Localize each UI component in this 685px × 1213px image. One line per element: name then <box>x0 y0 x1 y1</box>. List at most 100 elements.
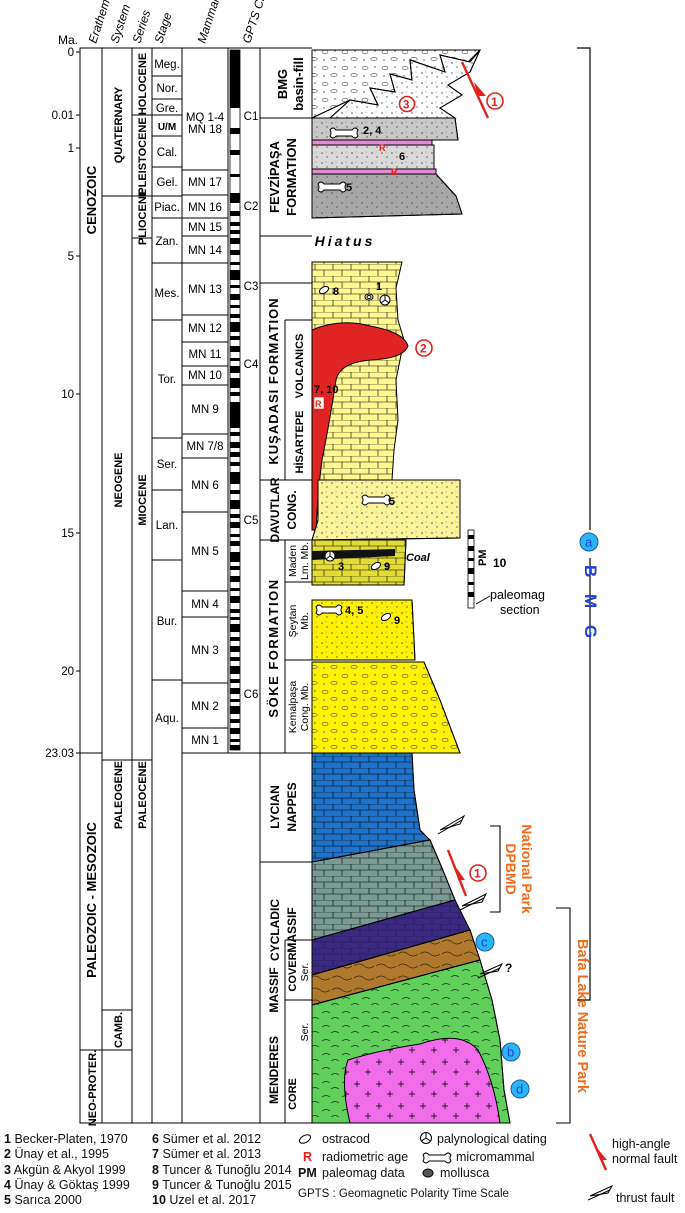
ref-2-4: 2, 4 <box>363 125 382 137</box>
lycian-nappes-label: NAPPES <box>285 782 299 831</box>
mz-mn-11: MN 11 <box>188 349 221 361</box>
circle-d: d <box>516 1082 523 1097</box>
mz-mq-1-4: MQ 1-4 <box>186 112 225 124</box>
formation-column <box>260 47 312 1124</box>
pm-ref-10: 10 <box>493 556 507 570</box>
svg-text:R: R <box>379 143 386 153</box>
circle-c: c <box>481 935 488 950</box>
formation-bmg-basin-fill: basin-fill <box>291 57 306 110</box>
radiometric-r-icon-2: R <box>391 167 398 177</box>
high-angle-fault-icon-1 <box>460 61 490 119</box>
core-label: CORE <box>287 1078 299 1110</box>
system-camb: CAMB. <box>113 1012 125 1048</box>
header-series: Series <box>130 8 154 45</box>
stage-piac: Piac. <box>154 202 180 214</box>
micromammal-icon-2 <box>317 181 347 193</box>
ref-6: 6 <box>399 151 405 163</box>
age-10: 10 <box>61 389 74 401</box>
volcanic-intrusion <box>311 322 409 531</box>
volcanics-label: VOLCANICS <box>294 334 306 399</box>
maden-mb-label: Lm. Mb. <box>299 542 311 580</box>
cover-ser-label: Ser. <box>299 963 311 982</box>
header-stage: Stage <box>152 10 175 44</box>
mz-mn-10: MN 10 <box>188 370 222 382</box>
legend-palynological: palynological dating <box>437 1132 547 1146</box>
chron-c2: C2 <box>244 201 259 213</box>
cycladic-label: CYCLADIC <box>268 899 282 961</box>
column-headers: Ma. Erathem System Series Stage Mammal Z… <box>58 0 276 47</box>
mz-mn-7-8: MN 7/8 <box>186 441 223 453</box>
ref-9-seytan: 9 <box>394 615 400 627</box>
thrust-fault-icon-1 <box>437 814 466 835</box>
stage-u-m: U/M <box>158 122 176 133</box>
micromammal-legend-icon <box>422 1152 452 1164</box>
series-holocene: HOLOCENE <box>137 53 149 115</box>
age-0: 0 <box>68 47 74 59</box>
pink-band-lower <box>311 168 437 175</box>
mz-mn-18: MN 18 <box>188 124 222 136</box>
dpbmd-label: DPBMD <box>503 843 519 894</box>
series-pliocene: PLIOCENE <box>137 189 149 245</box>
stage-nor: Nor. <box>156 83 177 95</box>
micromammal-icon <box>329 127 359 139</box>
maden-label: Maden <box>287 545 299 577</box>
national-park-label: National Park <box>519 824 535 914</box>
mz-mn-5: MN 5 <box>191 546 218 558</box>
erathem-neo-proter: NEO-PROTER. <box>87 1050 99 1126</box>
system-column: QUATERNARY NEOGENE PALEOGENE CAMB. <box>102 86 132 1051</box>
svg-text:R: R <box>391 167 398 177</box>
mollusca-legend-icon <box>422 1168 434 1178</box>
mz-mn-15: MN 15 <box>188 222 222 234</box>
circle-b: b <box>507 1045 514 1060</box>
erathem-column: CENOZOIC PALEOZOIC - MESOZOIC NEO-PROTER… <box>80 165 102 1126</box>
bmg-label: B M G <box>581 565 600 644</box>
age-0-01: 0.01 <box>52 110 74 122</box>
thrust-fault-icon-3 <box>477 962 504 979</box>
stage-zan: Zan. <box>155 236 178 248</box>
mz-mn-9: MN 9 <box>191 404 218 416</box>
palynological-legend-icon <box>420 1132 432 1144</box>
system-paleogene: PALEOGENE <box>113 761 125 829</box>
cover-label: COVER <box>287 952 299 991</box>
stage-aqu: Aqu. <box>155 713 179 725</box>
mz-mn-3: MN 3 <box>191 645 218 657</box>
formation-fevzipasa: FEVZİPAŞA <box>267 140 282 213</box>
stage-column: Meg. Nor. Gre. U/M Cal. Gel. Piac. Zan. … <box>152 59 182 725</box>
fossil-symbols: 2, 4 R 6 R 5 8 1 7, 10 R 5 3 9 4, 5 9 <box>313 125 405 627</box>
bafa-label: Bafa Lake Nature Park <box>574 939 590 1094</box>
stage-tor: Tor. <box>158 374 177 386</box>
ref-5-upper: 5 <box>346 182 352 194</box>
legend-mollusca: mollusca <box>440 1166 489 1180</box>
formation-labels: BMG basin-fill FEVZİPAŞA FORMATION Hiatu… <box>266 57 372 1110</box>
ref-1: 1 <box>376 281 382 293</box>
faults-annotations: 1 3 2 1 ? a c b d <box>398 61 599 1099</box>
formation-bmg: BMG <box>275 69 290 99</box>
lithology-column <box>311 49 511 1124</box>
formation-fevzipasa-formation: FORMATION <box>284 138 299 216</box>
ref-3: 3 <box>338 561 344 573</box>
series-paleocene: PALEOCENE <box>137 761 149 829</box>
erathem-paleozoic-mesozoic: PALEOZOIC - MESOZOIC <box>84 822 99 978</box>
formation-davutlar-cong: CONG. <box>285 490 299 529</box>
gpts-polarity-bar: C1 C2 C3 C4 C5 C6 <box>229 49 259 751</box>
chron-c4: C4 <box>244 359 259 371</box>
ref-4-5: 4, 5 <box>345 605 363 617</box>
thrust-fault-legend-icon <box>587 1184 614 1201</box>
legend-r-icon: R <box>303 1150 312 1164</box>
legend-high-angle: high-angle <box>612 1137 670 1151</box>
legend-radiometric: radiometric age <box>322 1150 408 1164</box>
kemalpasa-mb-label: Cong. Mb. <box>299 683 311 731</box>
mz-mn-12: MN 12 <box>188 323 222 335</box>
formation-soke: SÖKE FORMATION <box>266 578 281 717</box>
mz-mn-1: MN 1 <box>191 735 218 747</box>
menderes-label: MENDERES <box>267 1036 281 1104</box>
chron-c3: C3 <box>244 281 259 293</box>
header-gpts-chrons: GPTS Chrons <box>240 0 276 45</box>
circle-a: a <box>585 535 593 550</box>
coal-label: Coal <box>406 552 431 564</box>
hisartepe-label: HİSARTEPE <box>293 411 306 474</box>
reference-item: 5 Sarıca 2000 <box>4 1193 82 1208</box>
age-axis: 0 0.01 1 5 10 15 20 23.03 <box>45 47 81 760</box>
legend-micromammal: micromammal <box>456 1150 534 1164</box>
